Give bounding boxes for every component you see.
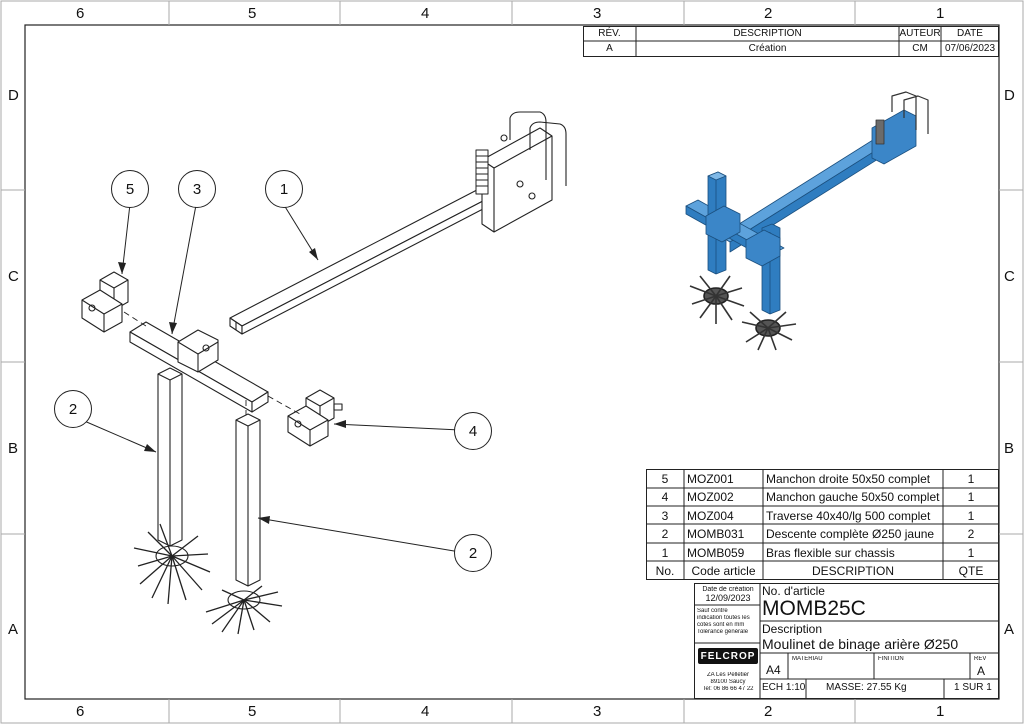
company-logo: FELCROP	[698, 648, 758, 664]
rev-label: REV	[974, 656, 987, 662]
bom-desc: Bras flexible sur chassis	[766, 545, 895, 560]
row-label: A	[1004, 622, 1015, 637]
row-label: C	[8, 269, 19, 284]
mass-value: MASSE: 27.55 Kg	[826, 683, 907, 693]
bom-no: 1	[661, 545, 669, 560]
part-crossbar	[129, 321, 269, 413]
col-label: 3	[593, 704, 602, 719]
title-block-grid	[694, 583, 999, 699]
row-label: B	[1004, 441, 1015, 456]
bom-code: MOZ004	[687, 508, 734, 523]
bom-no: 5	[661, 471, 669, 486]
balloon-label: 5	[125, 180, 135, 198]
format-value: A4	[766, 664, 781, 676]
part-arm	[229, 111, 567, 335]
article-number-label: No. d'article	[762, 585, 825, 597]
balloon-part-2-left: 2	[54, 390, 92, 428]
balloon-part-4: 4	[454, 412, 492, 450]
part-descent-right	[205, 413, 283, 635]
creation-date-value: 12/09/2023	[705, 594, 751, 603]
balloon-label: 3	[192, 180, 202, 198]
bom-desc: Manchon droite 50x50 complet	[766, 471, 931, 486]
bom-code: MOMB059	[687, 545, 745, 560]
material-label: MATERIAU	[792, 656, 823, 662]
col-label: 2	[764, 6, 773, 21]
balloon-label: 2	[468, 544, 478, 562]
note-line-4: Tolérance générale	[697, 629, 749, 635]
bom-no: 2	[661, 526, 669, 541]
rev-value-date: 07/06/2023	[944, 43, 996, 54]
bom-code: MOZ002	[687, 489, 734, 504]
note-line-3: cotes sont en mm	[697, 622, 745, 628]
rev-header-rev: RÉV.	[598, 28, 621, 39]
rev-value: A	[977, 665, 986, 677]
balloon-part-5: 5	[111, 170, 149, 208]
bom-table-grid	[646, 469, 999, 580]
part-sleeve-left	[287, 389, 343, 447]
bom-qty: 1	[967, 545, 975, 560]
bom-header-no: No.	[655, 563, 675, 578]
col-label: 1	[936, 6, 945, 21]
balloon-part-2-right: 2	[454, 534, 492, 572]
note-line-2: indication toutes les	[697, 615, 750, 621]
revision-table-grid	[583, 26, 999, 57]
scale-value: ECH 1:10	[762, 683, 806, 693]
bom-desc: Traverse 40x40/lg 500 complet	[766, 508, 931, 523]
bom-no: 4	[661, 489, 669, 504]
rev-value-rev: A	[606, 43, 613, 54]
bom-desc: Descente complète Ø250 jaune	[766, 526, 935, 541]
col-label: 4	[421, 6, 430, 21]
note-line-1: Sauf contre	[697, 608, 728, 614]
sheet-value: 1 SUR 1	[954, 683, 992, 693]
company-address-1: ZA Les Pelletier	[706, 672, 750, 678]
row-label: B	[8, 441, 19, 456]
bom-code: MOZ001	[687, 471, 734, 486]
balloon-label: 1	[279, 180, 289, 198]
bom-qty: 2	[967, 526, 975, 541]
rev-value-author: CM	[912, 43, 928, 54]
finish-label: FINITION	[878, 656, 904, 662]
bom-header-qty: QTE	[958, 563, 984, 578]
article-number-value: MOMB25C	[762, 598, 866, 619]
balloon-label: 4	[468, 422, 478, 440]
company-address-2: 89100 Saucy	[710, 679, 746, 685]
col-label: 6	[76, 6, 85, 21]
logo-text: FELCROP	[700, 650, 756, 662]
row-label: D	[1004, 88, 1015, 103]
rev-header-date: DATE	[957, 28, 983, 39]
col-label: 6	[76, 704, 85, 719]
description-label: Description	[762, 623, 823, 635]
bom-no: 3	[661, 508, 669, 523]
balloon-label: 2	[68, 400, 78, 418]
col-label: 5	[248, 6, 257, 21]
company-phone: Tel: 06 86 66 47 22	[702, 686, 754, 692]
row-label: A	[8, 622, 19, 637]
col-label: 2	[764, 704, 773, 719]
creation-date-label: Date de création	[702, 586, 754, 593]
row-label: D	[8, 88, 19, 103]
col-label: 5	[248, 704, 257, 719]
bom-header-code: Code article	[691, 563, 756, 578]
rev-value-description: Création	[748, 43, 787, 54]
col-label: 1	[936, 704, 945, 719]
bom-header-desc: DESCRIPTION	[811, 563, 894, 578]
part-sleeve-right	[81, 271, 129, 333]
balloon-part-1: 1	[265, 170, 303, 208]
col-label: 3	[593, 6, 602, 21]
part-descent-left	[133, 367, 211, 605]
bom-code: MOMB031	[687, 526, 745, 541]
description-value: Moulinet de binage arière Ø250	[762, 637, 959, 651]
bom-desc: Manchon gauche 50x50 complet	[766, 489, 940, 504]
rev-header-author: AUTEUR	[899, 28, 941, 39]
balloon-part-3: 3	[178, 170, 216, 208]
rev-header-description: DESCRIPTION	[733, 28, 802, 39]
col-label: 4	[421, 704, 430, 719]
row-label: C	[1004, 269, 1015, 284]
bom-qty: 1	[967, 508, 975, 523]
bom-qty: 1	[967, 489, 975, 504]
bom-qty: 1	[967, 471, 975, 486]
